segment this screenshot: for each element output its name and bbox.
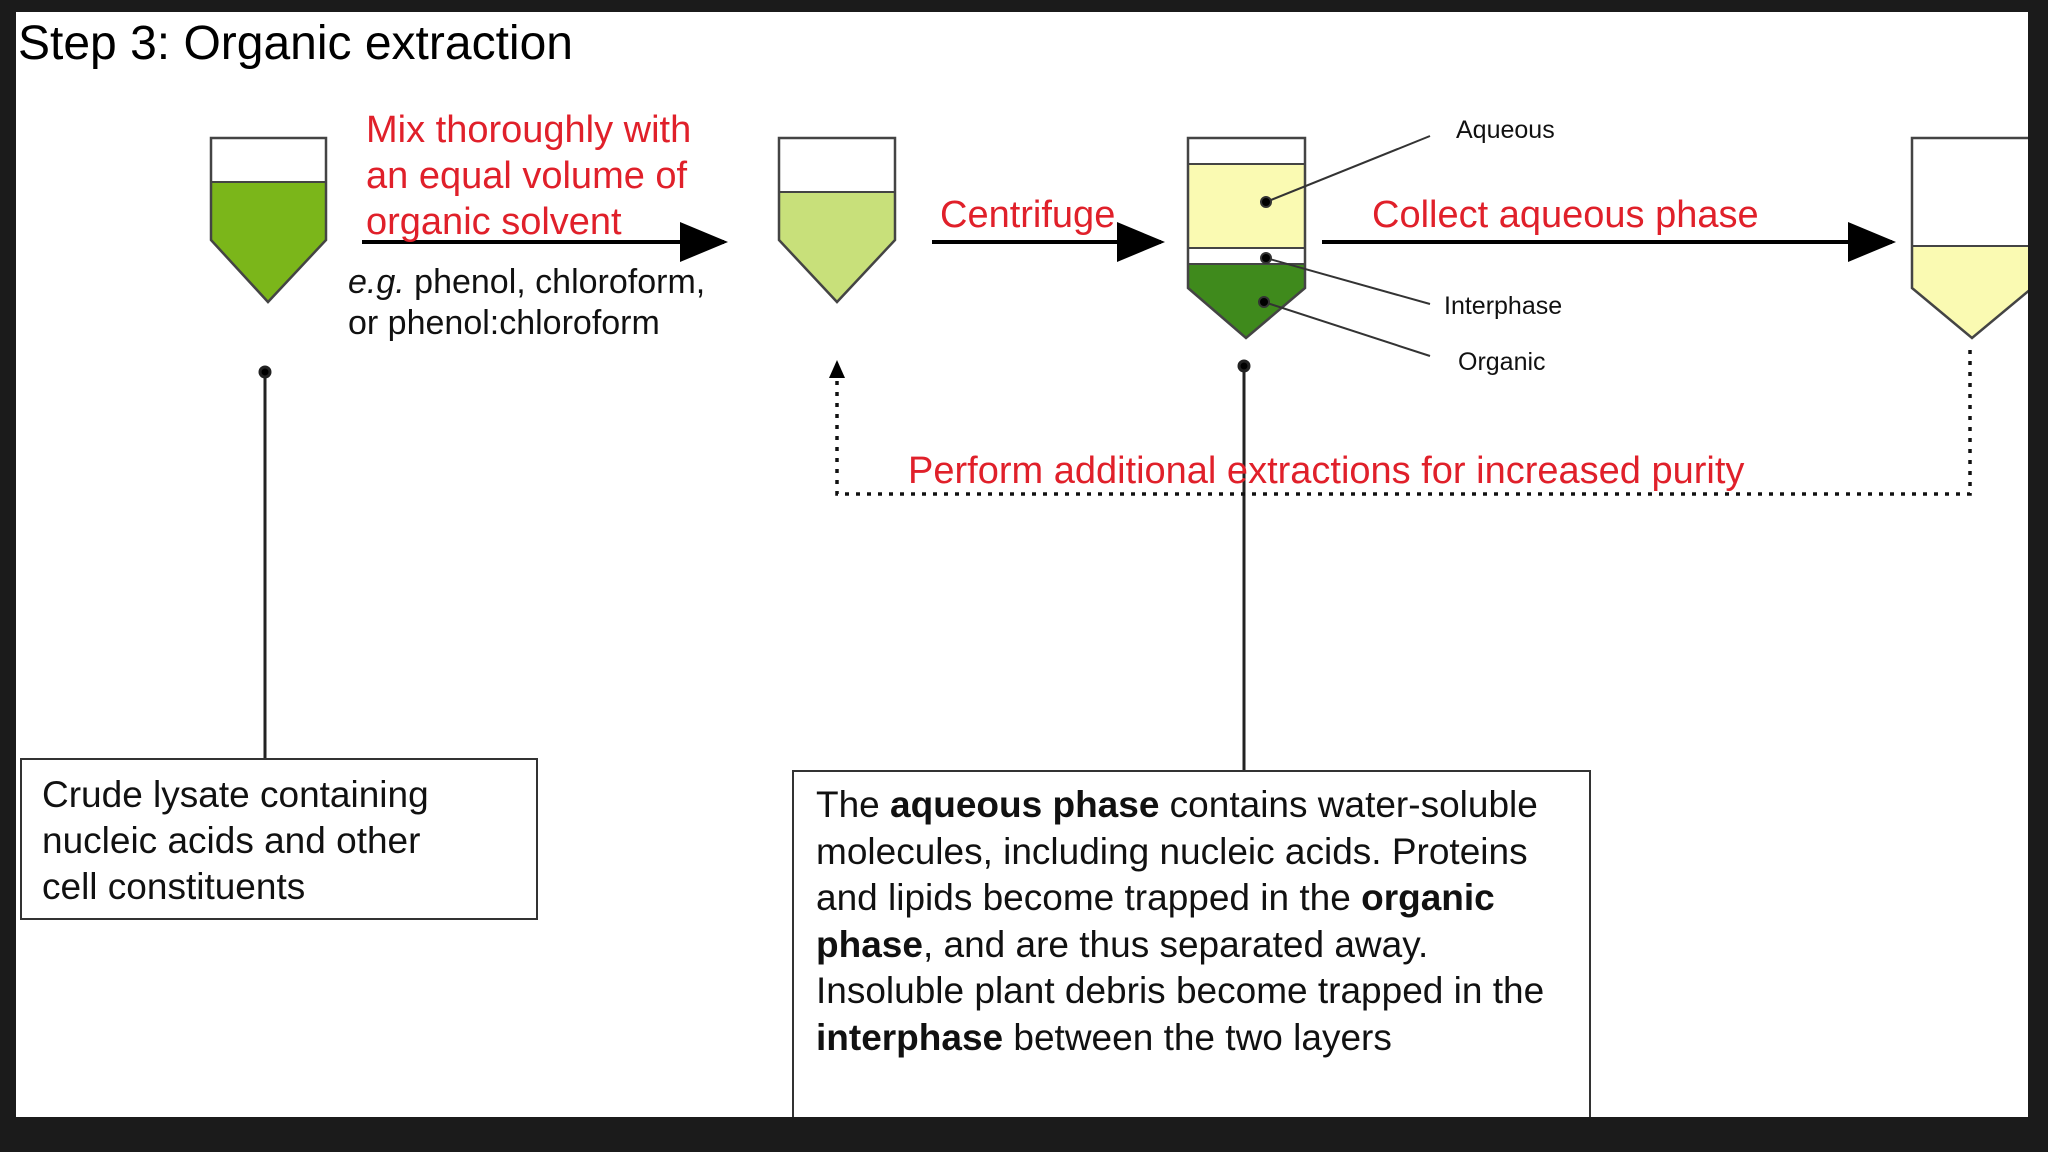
step-repeat-label: Perform additional extractions for incre… <box>908 450 1745 492</box>
phases-bold-term: interphase <box>816 1016 1004 1058</box>
diagram-graphics <box>209 135 2028 770</box>
step-centrifuge-label: Centrifuge <box>940 194 1116 236</box>
step-mix-label: Mix thoroughly with an equal volume of o… <box>366 107 691 245</box>
tube-mixed <box>777 136 897 304</box>
callout-lines <box>258 359 1251 770</box>
tube-separated <box>1186 136 1307 340</box>
phases-text-run: The <box>816 784 891 825</box>
slide-title: Step 3: Organic extraction <box>18 17 573 70</box>
eg-line-2: or phenol:chloroform <box>348 304 660 342</box>
eg-prefix: e.g. <box>348 263 405 301</box>
lysate-line-3: cell constituents <box>42 866 306 907</box>
label-aqueous: Aqueous <box>1456 116 1555 144</box>
label-interphase: Interphase <box>1444 292 1563 320</box>
step-collect-label: Collect aqueous phase <box>1372 194 1759 236</box>
mix-line-2: an equal volume of <box>366 155 688 197</box>
mix-line-3: organic solvent <box>366 201 622 243</box>
phases-text-run: , and are thus separated away. Insoluble… <box>816 923 1545 1012</box>
repeat-loop <box>829 350 1972 496</box>
note-crude-lysate: Crude lysate containing nucleic acids an… <box>20 758 538 920</box>
phases-text-run: between the two layers <box>1003 1016 1392 1058</box>
eg-line-1: phenol, chloroform, <box>404 263 706 301</box>
phases-bold-term: aqueous phase <box>890 784 1160 825</box>
slide: Step 3: Organic extraction Mix thoroughl… <box>16 12 2028 1117</box>
phases-bold-term: organic phase <box>816 877 1495 965</box>
tube-collected <box>1910 136 2028 340</box>
phases-text-run: contains water-soluble molecules, includ… <box>816 784 1538 918</box>
tube-lysate <box>209 136 328 304</box>
phases-paragraph: The aqueous phase contains water-soluble… <box>816 782 1567 1061</box>
mix-line-1: Mix thoroughly with <box>366 109 692 151</box>
lysate-line-2: nucleic acids and other <box>42 820 421 861</box>
phase-leaders <box>1258 135 1431 357</box>
note-phases: The aqueous phase contains water-soluble… <box>792 770 1591 1117</box>
lysate-line-1: Crude lysate containing <box>42 774 429 815</box>
label-organic: Organic <box>1458 348 1546 376</box>
solvent-examples: e.g. phenol, chloroform, or phenol:chlor… <box>348 262 705 344</box>
